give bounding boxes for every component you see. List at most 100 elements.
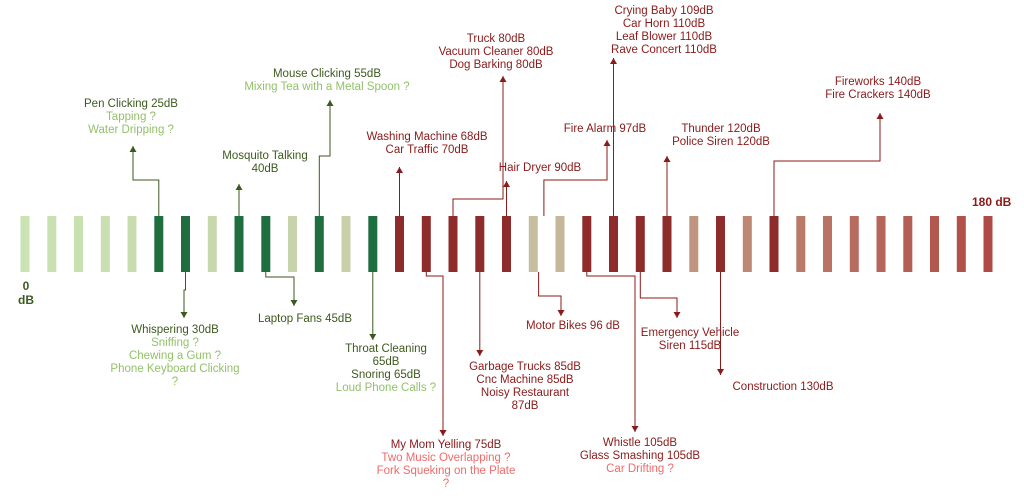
arrowhead-hair-dryer (503, 181, 510, 187)
label-line: Laptop Fans 45dB (258, 313, 352, 325)
label-line: Garbage Trucks 85dB (469, 361, 581, 373)
bar-85db (475, 216, 485, 272)
label-line: Sniffing ? (151, 337, 199, 349)
start-label-value: 0 (22, 279, 30, 293)
bar-120db (662, 216, 672, 272)
label-line: Tapping ? (106, 111, 156, 123)
bar-55db (314, 216, 324, 272)
arrowhead-motor-bikes (557, 310, 565, 316)
bar-150db (823, 216, 832, 272)
label-line: Thunder 120dB (681, 123, 761, 135)
connector-pen-clicking (132, 146, 160, 216)
bar-135db (742, 216, 752, 272)
label-line: Police Siren 120dB (672, 136, 770, 148)
label-line: 40dB (251, 163, 279, 175)
arrowhead-washing-machine (396, 167, 403, 173)
label-line: Siren 115dB (658, 340, 722, 352)
start-label: 0 dB (18, 279, 34, 307)
bar-15db (100, 216, 110, 272)
arrowhead-crying-baby (610, 58, 617, 64)
label-line: Fireworks 140dB (834, 76, 922, 88)
label-line: Two Music Overlapping ? (381, 452, 511, 464)
connector-motor-bikes (538, 272, 562, 316)
bar-165db (903, 216, 913, 272)
arrowhead-garbage-trucks (476, 350, 484, 356)
label-construction: Construction 130dB (732, 381, 833, 394)
label-line: Noisy Restaurant (480, 387, 570, 399)
label-line: Water Dripping ? (88, 124, 174, 136)
end-label-value: 180 dB (972, 195, 1012, 209)
label-line: Truck 80dB (466, 33, 526, 45)
connector-fireworks (773, 113, 881, 216)
bar-20db (127, 216, 137, 272)
bar-140db (769, 216, 779, 272)
arrowhead-emergency-vehicle (673, 312, 681, 318)
label-line: Dog Barking 80dB (449, 59, 543, 71)
label-line: Emergency Vehicle (640, 327, 740, 339)
bar-170db (930, 216, 939, 272)
bar-125db (689, 216, 699, 272)
label-line: Chewing a Gum ? (128, 350, 222, 362)
label-line: Crying Baby 109dB (614, 5, 714, 17)
connector-truck (452, 76, 504, 216)
bar-80db (448, 216, 458, 272)
label-motor-bikes: Motor Bikes 96 dB (526, 320, 620, 333)
bar-105db (582, 216, 592, 272)
label-line: Hair Dryer 90dB (498, 162, 582, 174)
bar-130db (716, 216, 725, 272)
connector-mom-yelling (425, 272, 444, 436)
bar-40db (234, 216, 244, 272)
bar-90db (502, 216, 511, 272)
bar-110db (609, 216, 618, 272)
bar-10db (74, 216, 83, 272)
arrowhead-whistle (631, 426, 639, 432)
label-line: Construction 130dB (732, 381, 834, 393)
bar-155db (849, 216, 859, 272)
label-line: My Mom Yelling 75dB (390, 439, 502, 451)
connector-whistle (586, 272, 636, 432)
label-fire-alarm: Fire Alarm 97dB (564, 123, 646, 136)
label-line: Leaf Blower 110dB (615, 31, 713, 43)
bar-145db (796, 216, 806, 272)
arrowhead-pen-clicking (129, 146, 137, 152)
annotation-connectors (129, 58, 884, 436)
bar-25db (154, 216, 164, 272)
arrowhead-mom-yelling (439, 430, 447, 436)
bar-35db (207, 216, 217, 272)
bar-175db (956, 216, 966, 272)
label-line: Vacuum Cleaner 80dB (438, 46, 554, 58)
connector-laptop-fans (265, 272, 295, 306)
label-line: Car Drifting ? (606, 463, 674, 475)
scale-bars (20, 216, 993, 272)
label-line: Pen Clicking 25dB (84, 98, 178, 110)
bar-50db (288, 216, 297, 272)
label-line: Rave Concert 110dB (611, 44, 717, 56)
arrowhead-mouse-clicking (326, 100, 334, 106)
bar-75db (421, 216, 431, 272)
arrowhead-whispering (180, 312, 188, 318)
bar-95db (528, 216, 538, 272)
label-laptop-fans: Laptop Fans 45dB (258, 313, 352, 326)
bar-45db (261, 216, 271, 272)
label-line: Car Traffic 70dB (385, 144, 469, 156)
label-line: Mosquito Talking (222, 150, 308, 162)
bar-65db (368, 216, 378, 272)
bar-5db (47, 216, 57, 272)
arrowhead-fireworks (876, 113, 884, 119)
bar-100db (555, 216, 565, 272)
connector-emergency-vehicle (639, 272, 678, 318)
